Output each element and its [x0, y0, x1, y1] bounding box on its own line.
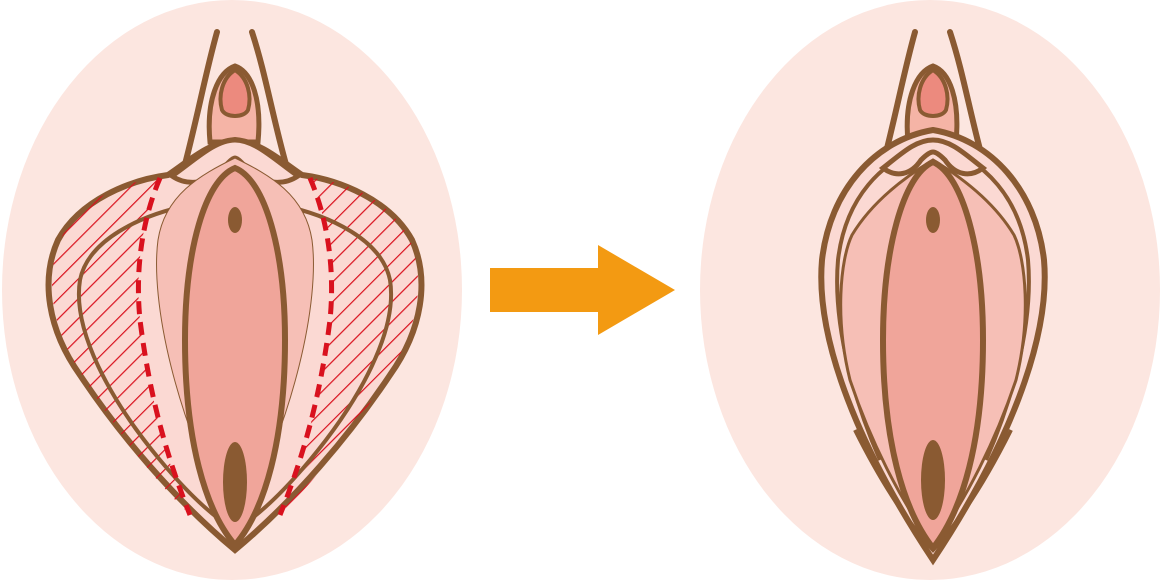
after-upper-dot [926, 207, 940, 233]
before-lower-dot [223, 442, 247, 522]
after-tip [916, 67, 950, 118]
before-core [181, 164, 289, 550]
after-core [879, 158, 987, 553]
before-panel [2, 0, 462, 580]
arrow-right-icon [490, 245, 675, 335]
before-hatch-right [285, 178, 419, 510]
after-hood-cap [878, 137, 988, 177]
after-lower-dot [921, 440, 945, 520]
transition-arrow [490, 245, 675, 335]
before-upper-dot [228, 207, 242, 233]
before-tip [218, 67, 252, 118]
before-hood-right-line [249, 29, 290, 171]
before-hood-left-line [181, 29, 220, 171]
after-panel [700, 0, 1160, 580]
before-cut-line-left [135, 177, 193, 516]
before-cut-line-right [277, 177, 335, 516]
before-hatch-left [51, 178, 185, 510]
